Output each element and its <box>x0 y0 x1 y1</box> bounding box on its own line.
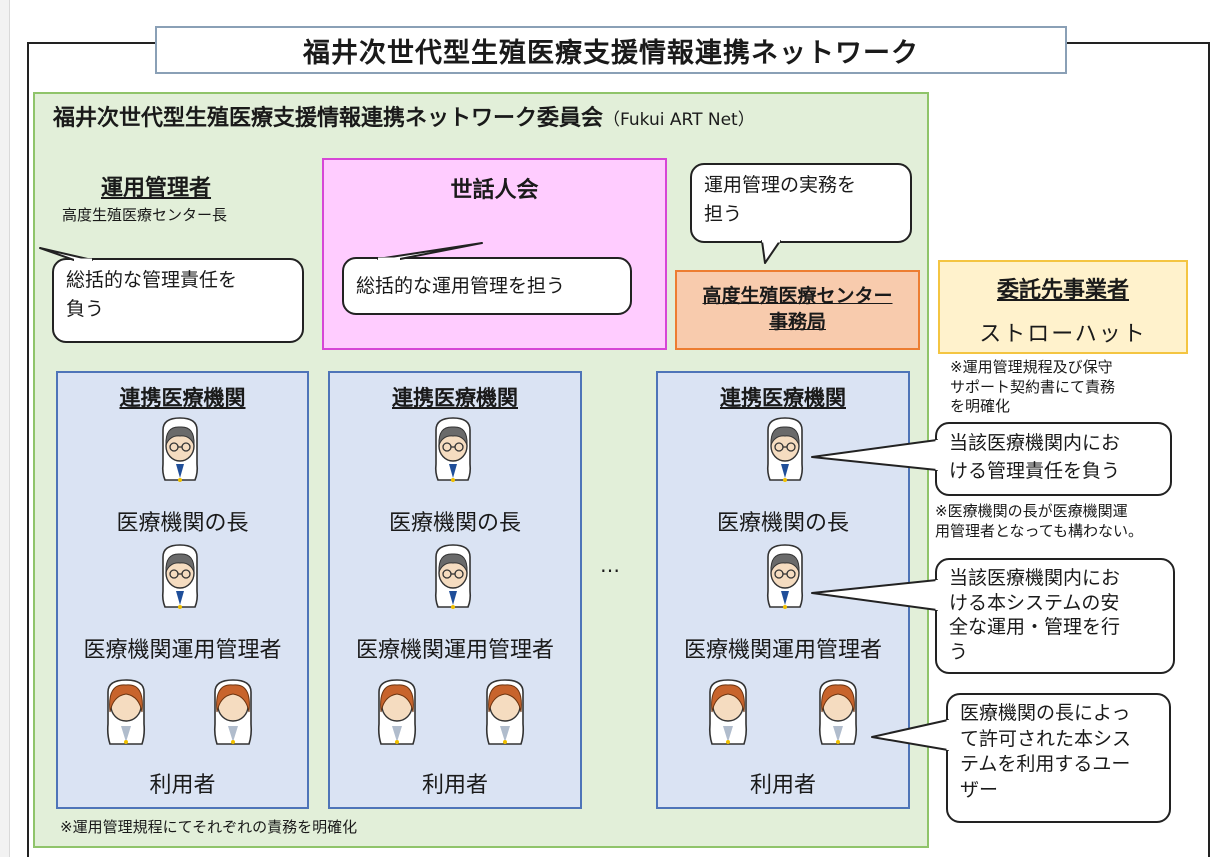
user-callout-line3: テムを利用するユー <box>960 753 1131 776</box>
secretariat-box: 高度生殖医療センター 事務局 <box>675 270 920 350</box>
committee-title-text: 福井次世代型生殖医療支援情報連携ネットワーク委員会 <box>53 106 604 131</box>
ellipsis: … <box>600 553 620 577</box>
contractor-note: ※運用管理規程及び保守 サポート契約書にて責務 を明確化 <box>950 358 1115 417</box>
secretariat-title-line2: 事務局 <box>768 311 826 333</box>
institution-1-users: 利用者 <box>149 773 216 798</box>
institution-3-users: 利用者 <box>749 773 816 798</box>
footer-note: ※運用管理規程にてそれぞれの責務を明確化 <box>60 818 358 836</box>
user-person-icon <box>377 679 417 745</box>
head-callout-line2: ける管理責任を負う <box>949 459 1121 482</box>
institution-3-admin: 医療機関運用管理者 <box>683 638 882 663</box>
user-callout-tail <box>871 719 950 751</box>
admin-callout-line4: う <box>949 641 969 664</box>
caretakers-callout-tail <box>377 242 483 261</box>
caretakers-title: 世話人会 <box>450 178 539 203</box>
manager-callout-line1: 総括的な管理責任を <box>66 269 238 291</box>
user-person-icon <box>818 679 858 745</box>
user-callout-line2: て許可された本シス <box>960 727 1132 750</box>
head-callout-tail <box>811 439 939 471</box>
manager-callout-line2: 負う <box>66 297 105 320</box>
manager-subtitle: 高度生殖医療センター長 <box>62 206 228 224</box>
admin-callout-line2: ける本システムの安 <box>949 591 1120 614</box>
institution-1-admin: 医療機関運用管理者 <box>83 638 282 663</box>
institution-1-title: 連携医療機関 <box>119 386 246 410</box>
head-callout: 当該医療機関内にお ける管理責任を負う <box>935 422 1172 496</box>
contractor-name: ストローハット <box>979 322 1147 347</box>
manager-title: 運用管理者 <box>101 176 212 201</box>
admin-callout-line3: 全な運用・管理を行 <box>949 616 1121 639</box>
network-title: 福井次世代型生殖医療支援情報連携ネットワーク <box>155 26 1067 74</box>
head-person-icon <box>161 417 199 483</box>
institution-2-users: 利用者 <box>421 773 488 798</box>
admin-callout-line1: 当該医療機関内にお <box>949 567 1121 589</box>
head-person-icon <box>434 417 472 483</box>
admin-callout-tail <box>811 579 939 611</box>
admin-callout: 当該医療機関内にお ける本システムの安 全な運用・管理を行 う <box>935 558 1175 674</box>
contractor-note-line1: ※運用管理規程及び保守 <box>950 358 1113 376</box>
institution-3-head: 医療機関の長 <box>716 511 849 536</box>
secretariat-title-line1: 高度生殖医療センター <box>702 285 893 308</box>
committee-title: 福井次世代型生殖医療支援情報連携ネットワーク委員会（Fukui ART Net） <box>53 100 755 132</box>
head-person-icon <box>766 417 804 483</box>
admin-person-icon <box>434 544 472 610</box>
caretakers-callout: 総括的な運用管理を担う <box>342 257 632 315</box>
manager-callout: 総括的な管理責任を 負う <box>52 258 304 343</box>
user-callout: 医療機関の長によっ て許可された本シス テムを利用するユー ザー <box>946 693 1171 823</box>
contractor-box <box>938 260 1188 354</box>
manager-callout-tail <box>39 247 93 262</box>
committee-subtitle: （Fukui ART Net） <box>603 110 755 130</box>
user-person-icon <box>485 679 525 745</box>
secretariat-callout-line2: 担う <box>704 202 743 225</box>
head-note-line2: 用管理者となっても構わない。 <box>935 521 1144 540</box>
user-person-icon <box>213 679 253 745</box>
caretakers-box <box>322 158 667 350</box>
secretariat-callout-tail <box>761 239 781 264</box>
admin-person-icon <box>161 544 199 610</box>
user-callout-line1: 医療機関の長によっ <box>960 702 1131 724</box>
head-callout-line1: 当該医療機関内にお <box>949 432 1121 454</box>
left-edge-bar <box>0 0 10 857</box>
institution-3-title: 連携医療機関 <box>720 386 846 410</box>
contractor-title: 委託先事業者 <box>996 278 1129 303</box>
institution-2-title: 連携医療機関 <box>392 386 518 410</box>
contractor-note-line2: サポート契約書にて責務 <box>950 377 1116 396</box>
user-callout-line4: ザー <box>960 778 999 801</box>
secretariat-callout-line1: 運用管理の実務を <box>704 174 857 196</box>
institution-1-head: 医療機関の長 <box>116 511 249 536</box>
institution-2-admin: 医療機関運用管理者 <box>355 638 554 663</box>
user-person-icon <box>708 679 748 745</box>
head-note: ※医療機関の長が医療機関運 用管理者となっても構わない。 <box>935 502 1143 541</box>
secretariat-callout: 運用管理の実務を 担う <box>690 163 912 243</box>
admin-person-icon <box>766 544 804 610</box>
head-note-line1: ※医療機関の長が医療機関運 <box>935 502 1128 520</box>
caretakers-callout-text: 総括的な運用管理を担う <box>356 274 566 297</box>
user-person-icon <box>106 679 146 745</box>
institution-2-head: 医療機関の長 <box>388 511 521 536</box>
contractor-note-line3: を明確化 <box>950 397 1011 415</box>
